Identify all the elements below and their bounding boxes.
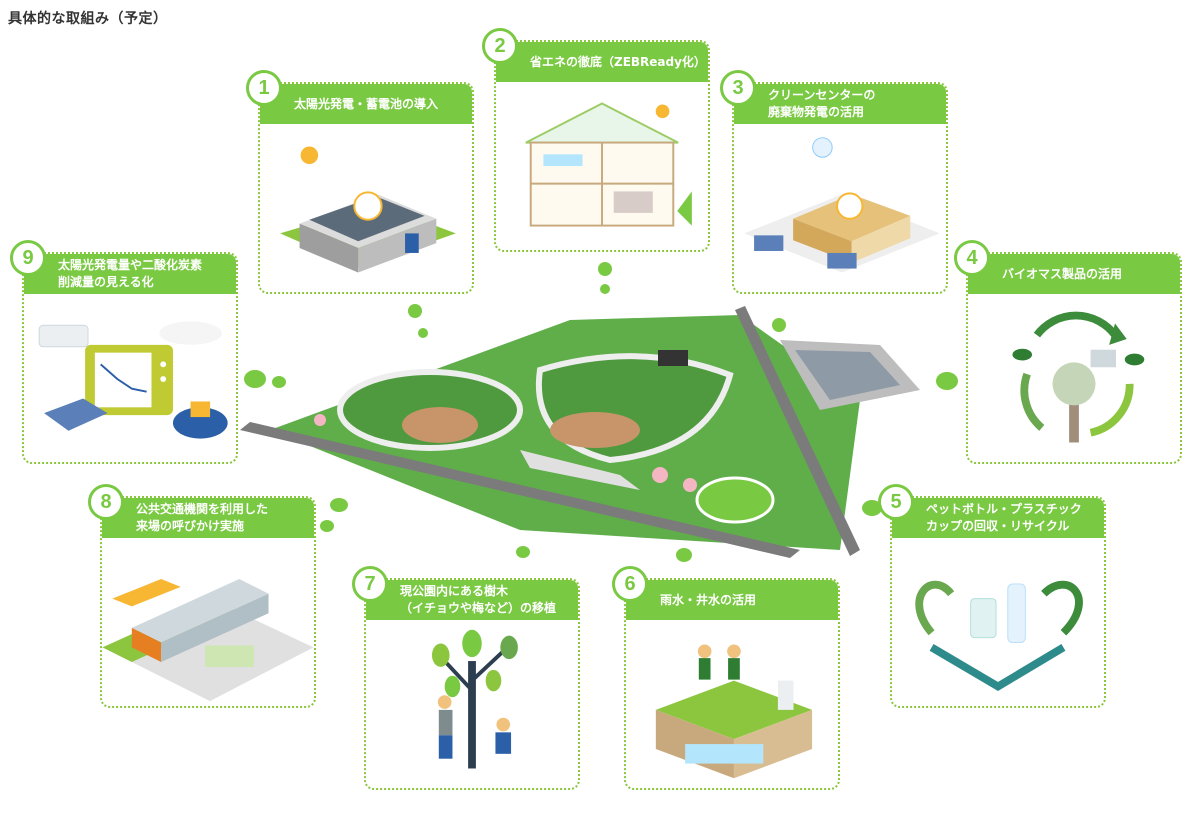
card-title: 太陽光発電・蓄電池の導入 bbox=[294, 96, 439, 111]
card-2-energy: 省エネの徹底（ZEBReady化） 2 bbox=[482, 28, 710, 252]
page-title: 具体的な取組み（予定） bbox=[8, 11, 168, 27]
factory-icon bbox=[734, 126, 946, 292]
card-4-biomass: バイオマス製品の活用 4 bbox=[954, 240, 1182, 464]
card-1-solar: 太陽光発電・蓄電池の導入 1 bbox=[246, 70, 474, 294]
card-3-cleancenter: クリーンセンターの 廃棄物発電の活用 3 bbox=[720, 70, 948, 294]
card-number-badge: 9 bbox=[10, 240, 46, 276]
connector-dot bbox=[330, 498, 348, 512]
card-title-line2: 来場の呼びかけ実施 bbox=[136, 519, 245, 533]
connector-dot bbox=[598, 262, 612, 276]
card-title: 雨水・井水の活用 bbox=[660, 592, 757, 607]
card-title-line2: 削減量の見える化 bbox=[58, 275, 154, 289]
park-illustration bbox=[240, 300, 940, 560]
card-number-badge: 4 bbox=[954, 240, 990, 276]
card-8-transit: 公共交通機関を利用した 来場の呼びかけ実施 8 bbox=[88, 484, 316, 708]
connector-dot bbox=[516, 546, 530, 558]
connector-dot bbox=[772, 318, 786, 332]
recycle-tree-icon bbox=[968, 296, 1180, 462]
card-title: 省エネの徹底（ZEBReady化） bbox=[530, 54, 706, 69]
solar-building-icon bbox=[260, 126, 472, 292]
recycle-heart-icon bbox=[892, 540, 1104, 706]
card-title-line2: （イチョウや梅など）の移植 bbox=[400, 601, 557, 615]
tree-planting-icon bbox=[366, 622, 578, 788]
card-number-badge: 2 bbox=[482, 28, 518, 64]
card-9-visualize: 太陽光発電量や二酸化炭素 削減量の見える化 9 bbox=[10, 240, 238, 464]
connector-dot bbox=[936, 372, 958, 390]
card-title-line1: 太陽光発電量や二酸化炭素 bbox=[58, 258, 203, 272]
connector-dot bbox=[408, 304, 422, 318]
card-6-water: 雨水・井水の活用 6 bbox=[612, 566, 840, 790]
card-number-badge: 1 bbox=[246, 70, 282, 106]
connector-dot bbox=[418, 328, 428, 338]
card-number-badge: 6 bbox=[612, 566, 648, 602]
card-title-line2: 廃棄物発電の活用 bbox=[768, 105, 865, 119]
connector-dot bbox=[676, 548, 692, 562]
connector-dot bbox=[272, 376, 286, 388]
watering-icon bbox=[626, 622, 838, 788]
card-title-line1: クリーンセンターの bbox=[768, 88, 876, 102]
card-title-line1: 現公園内にある樹木 bbox=[400, 584, 509, 598]
card-title-line1: ペットボトル・プラスチック bbox=[926, 502, 1082, 516]
card-number-badge: 5 bbox=[878, 484, 914, 520]
card-number-badge: 3 bbox=[720, 70, 756, 106]
card-title-line1: 公共交通機関を利用した bbox=[136, 502, 269, 516]
card-number-badge: 7 bbox=[352, 566, 388, 602]
house-icon bbox=[496, 84, 708, 250]
connector-dot bbox=[244, 370, 266, 388]
train-icon bbox=[102, 540, 314, 706]
monitor-icon bbox=[24, 296, 236, 462]
connector-dot bbox=[862, 500, 882, 516]
connector-dot bbox=[600, 284, 610, 294]
card-5-recycle: ペットボトル・プラスチック カップの回収・リサイクル 5 bbox=[878, 484, 1106, 708]
card-title: バイオマス製品の活用 bbox=[1002, 266, 1123, 281]
card-number-badge: 8 bbox=[88, 484, 124, 520]
card-title-line2: カップの回収・リサイクル bbox=[926, 519, 1070, 533]
card-7-trees: 現公園内にある樹木 （イチョウや梅など）の移植 7 bbox=[352, 566, 580, 790]
connector-dot bbox=[320, 520, 334, 532]
